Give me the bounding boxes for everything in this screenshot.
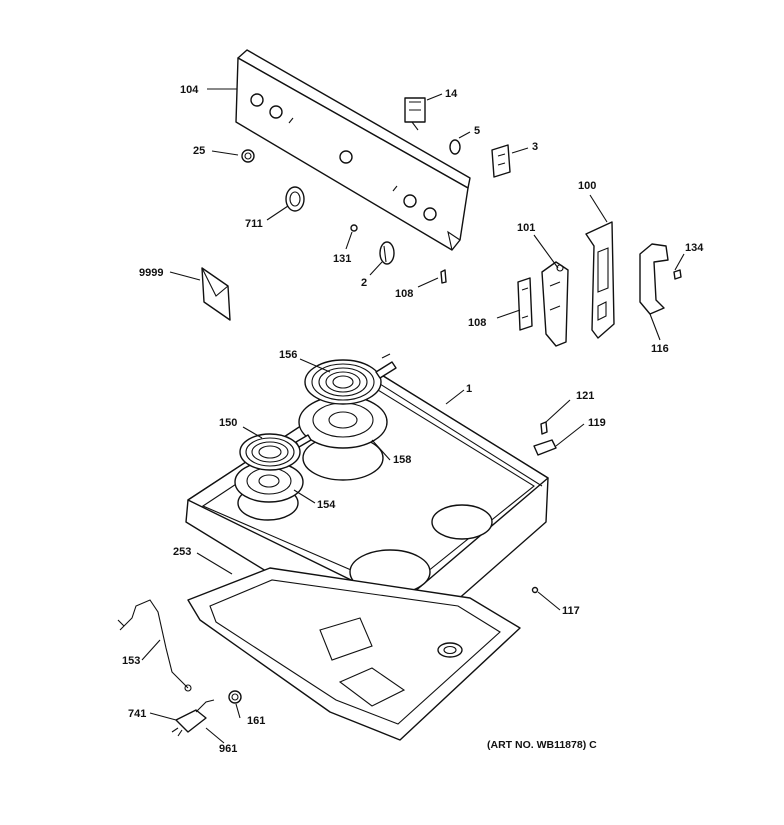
power-cord-741 <box>171 699 215 737</box>
callout-108-upper: 108 <box>395 288 413 300</box>
callout-1: 1 <box>466 383 472 395</box>
callout-101: 101 <box>517 222 535 234</box>
bracket-119 <box>533 439 557 456</box>
callout-25: 25 <box>193 145 205 157</box>
callout-104: 104 <box>180 84 199 96</box>
surface-unit-150 <box>239 433 312 471</box>
callout-158: 158 <box>393 454 411 466</box>
knob-2 <box>379 241 395 265</box>
callout-labels: 104 14 5 3 25 711 131 2 108 9999 100 101… <box>122 84 704 755</box>
knob-hole <box>403 194 417 208</box>
callout-9999: 9999 <box>139 267 163 279</box>
bracket-3 <box>491 144 511 178</box>
knob-hole <box>423 207 437 221</box>
switch-14 <box>404 97 426 131</box>
screw-121 <box>540 421 548 435</box>
screw-131 <box>350 224 358 232</box>
callout-117: 117 <box>562 605 580 617</box>
callout-5: 5 <box>474 125 480 137</box>
screw-134 <box>673 269 682 280</box>
knob-711 <box>285 186 305 212</box>
burner-opening <box>431 504 493 540</box>
callout-3: 3 <box>532 141 538 153</box>
callout-156: 156 <box>279 349 297 361</box>
callout-108-lower: 108 <box>468 317 486 329</box>
callout-150: 150 <box>219 417 237 429</box>
callout-154: 154 <box>317 499 336 511</box>
callout-961: 961 <box>219 743 237 755</box>
callout-14: 14 <box>445 88 458 100</box>
callout-134: 134 <box>685 242 704 254</box>
surface-unit-156 <box>304 353 397 405</box>
screw-117 <box>531 586 539 594</box>
callout-711: 711 <box>245 218 263 230</box>
callout-131: 131 <box>333 253 351 265</box>
callout-119: 119 <box>588 417 606 429</box>
clip-5 <box>449 139 461 155</box>
callout-161: 161 <box>247 715 265 727</box>
callout-2: 2 <box>361 277 367 289</box>
burner-box-253 <box>187 567 521 741</box>
knob-25 <box>241 149 255 163</box>
leader-lines <box>141 88 685 744</box>
callout-741: 741 <box>128 708 146 720</box>
control-panel-backsplash <box>235 49 471 251</box>
callout-153: 153 <box>122 655 140 667</box>
knob-hole <box>269 105 283 119</box>
callout-121: 121 <box>576 390 594 402</box>
knob-hole <box>250 93 264 107</box>
knob-hole <box>339 150 353 164</box>
screw-108-upper <box>440 269 447 284</box>
trim-101 <box>541 261 569 347</box>
end-cap-100 <box>585 221 615 339</box>
callout-100: 100 <box>578 180 596 192</box>
callout-253: 253 <box>173 546 191 558</box>
wire-harness-153 <box>117 599 192 692</box>
callout-116: 116 <box>651 343 669 355</box>
trim-108 <box>517 277 533 331</box>
end-cap-116 <box>639 243 669 315</box>
grommet-161 <box>228 690 242 704</box>
literature-9999 <box>201 267 231 321</box>
art-number-caption: (ART NO. WB11878) C <box>487 739 597 751</box>
